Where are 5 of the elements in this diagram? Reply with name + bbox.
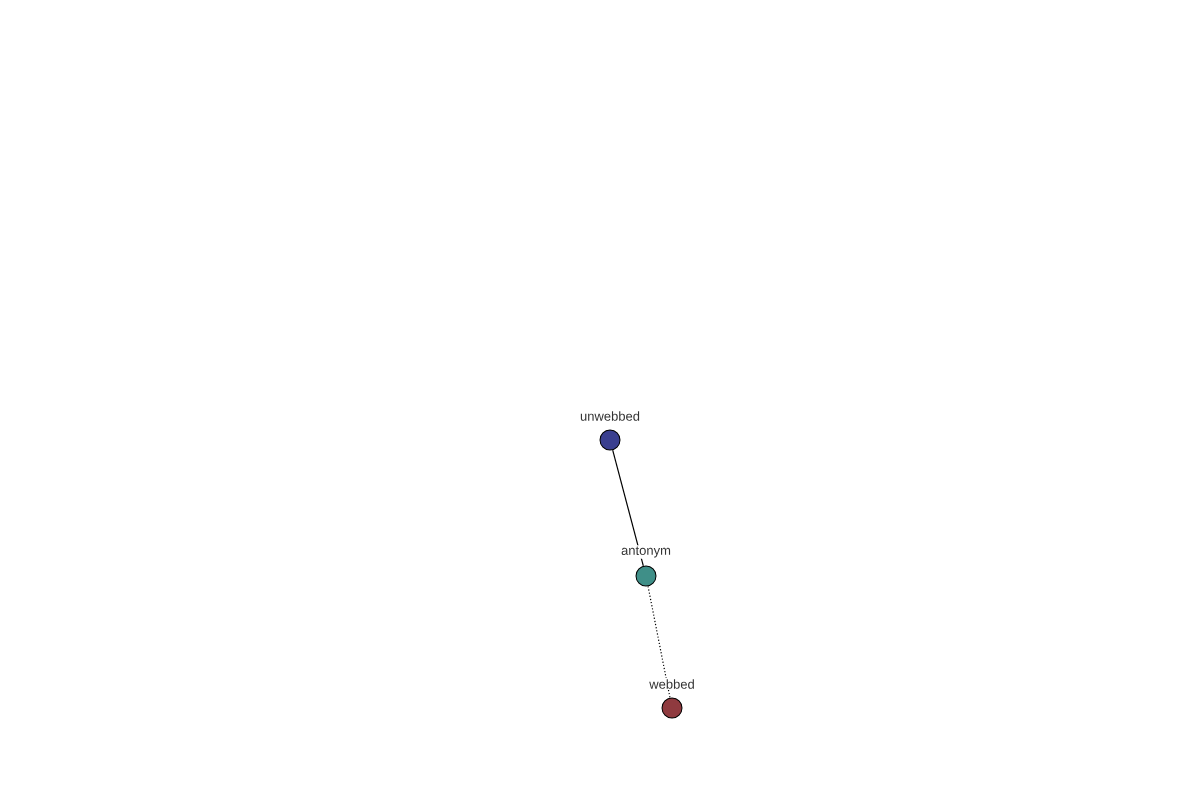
- connector-line: [647, 585, 671, 699]
- circle-node: [635, 565, 657, 587]
- connector-line: [612, 449, 644, 567]
- circle-node: [661, 697, 683, 719]
- circle-node: [599, 429, 621, 451]
